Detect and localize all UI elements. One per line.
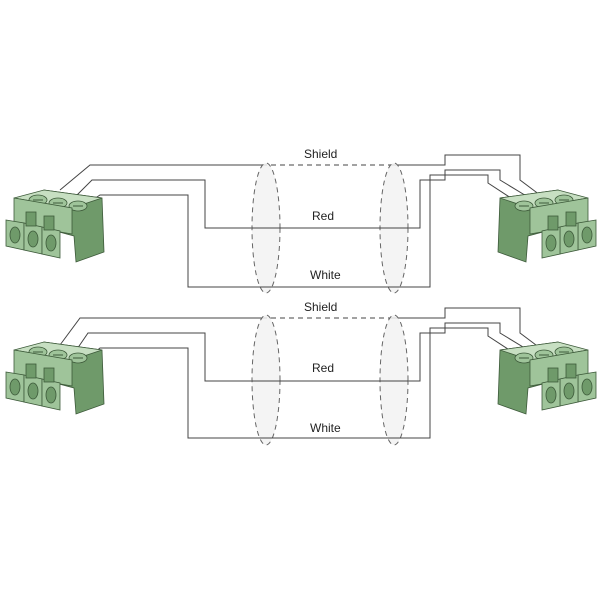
cable-1-left-connector xyxy=(5,189,105,263)
cable-1-red-wire xyxy=(74,169,529,229)
cable-1-shield-wire-left xyxy=(59,164,262,191)
cable-1-white-label: White xyxy=(310,268,341,282)
cable-1: Shield Red White xyxy=(59,147,541,294)
cable-1-white-wire xyxy=(87,174,515,288)
cable-2-shield-ring-right xyxy=(379,314,409,446)
right-connector-icon xyxy=(497,341,597,415)
cable-2-white-label: White xyxy=(310,421,341,435)
right-connector-icon xyxy=(497,189,597,263)
cable-2-wires xyxy=(59,307,541,439)
left-connector-icon xyxy=(5,189,105,263)
cable-1-wires xyxy=(59,154,541,288)
cable-2-left-connector xyxy=(5,341,105,415)
cable-1-red-label: Red xyxy=(312,209,334,223)
cable-2-shield-wire-right xyxy=(392,307,541,349)
cable-2-white-wire xyxy=(87,327,515,439)
cable-2-shield-ring-left xyxy=(251,314,281,446)
cable-2-right-connector xyxy=(497,341,597,415)
cable-1-shield-wire-right xyxy=(392,154,541,196)
cable-1-shield-label: Shield xyxy=(304,147,337,161)
cable-1-right-connector xyxy=(497,189,597,263)
cable-2-shield-wire-left xyxy=(59,317,262,346)
left-connector-icon xyxy=(5,341,105,415)
cable-2-shield-label: Shield xyxy=(304,300,337,314)
cable-2: Shield Red White xyxy=(59,300,541,446)
cable-2-red-wire xyxy=(74,322,529,382)
cable-2-red-label: Red xyxy=(312,361,334,375)
